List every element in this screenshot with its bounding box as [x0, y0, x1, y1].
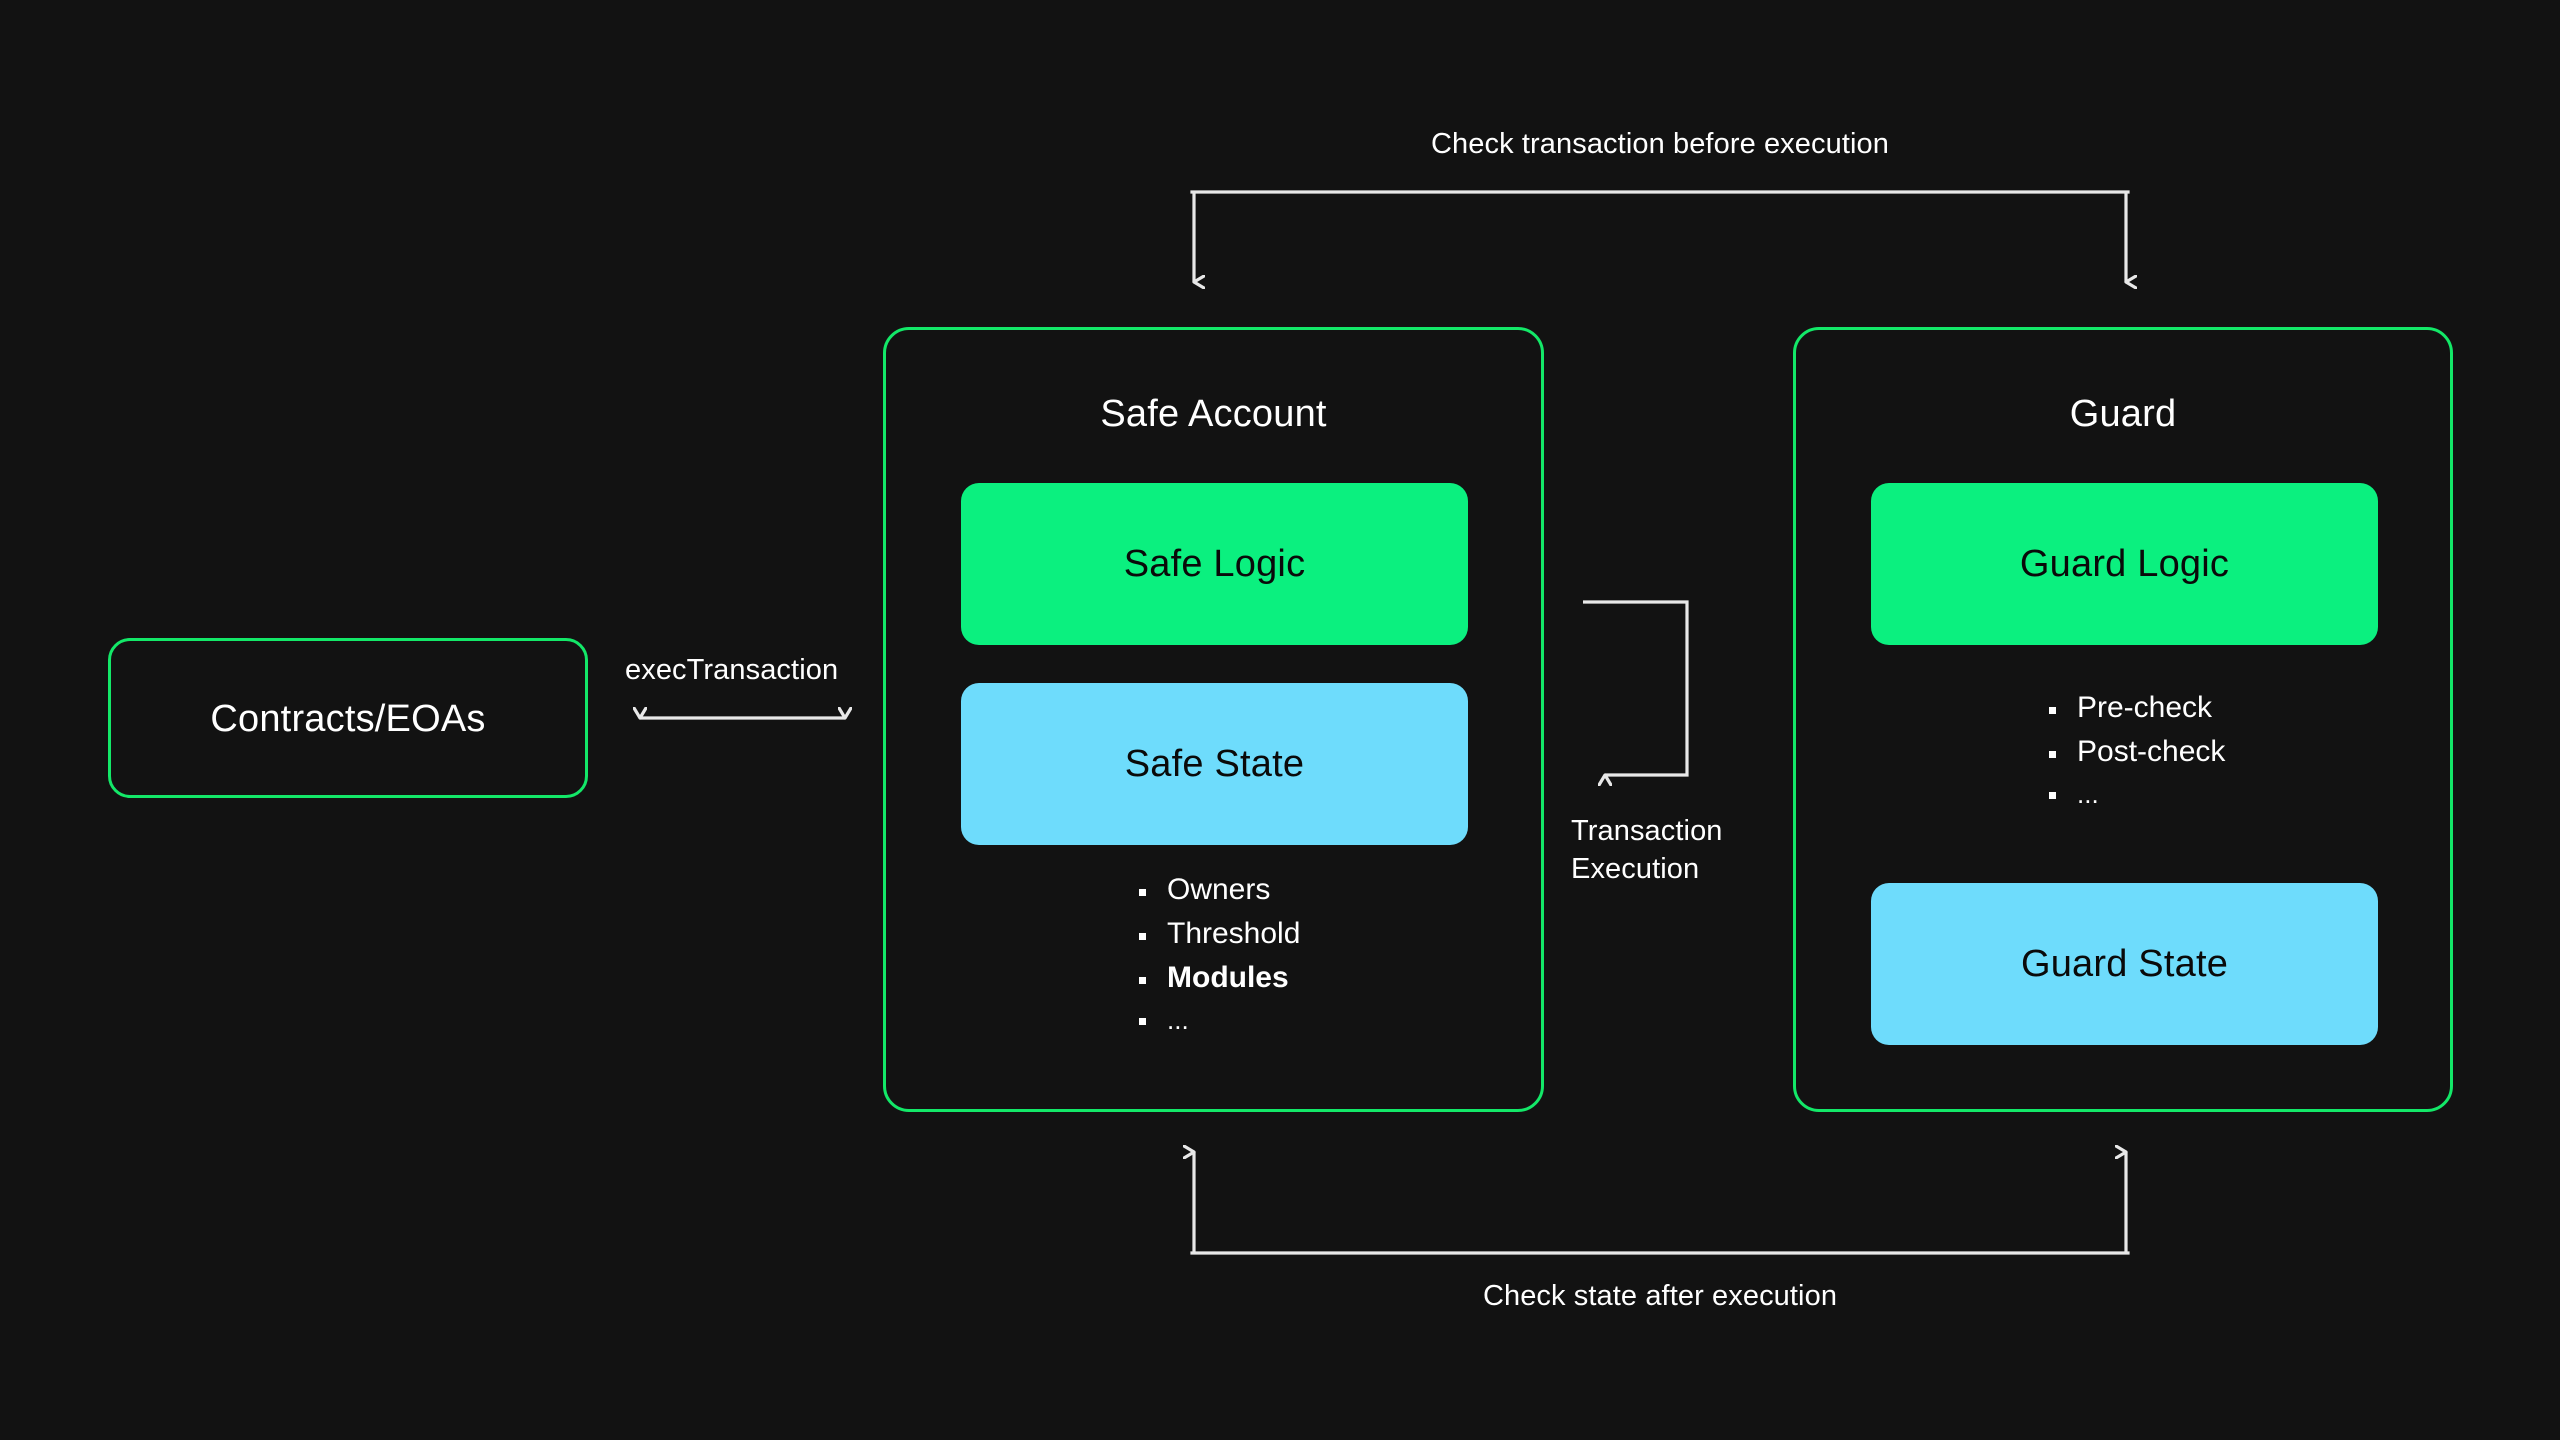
safe-account-attribute-list: Owners Threshold Modules ...: [1137, 875, 1300, 1047]
list-item: ...: [2047, 781, 2225, 807]
list-item: Owners: [1137, 875, 1300, 905]
list-item: Pre-check: [2047, 693, 2225, 723]
list-item: Modules: [1137, 963, 1300, 993]
safe-state-label: Safe State: [1124, 742, 1305, 785]
list-item: ...: [1137, 1007, 1300, 1033]
edge-label-transaction-execution: Transaction Execution: [1571, 815, 1723, 885]
node-contracts-eoas-label: Contracts/EOAs: [210, 698, 486, 740]
guard-logic-label: Guard Logic: [2019, 542, 2230, 585]
list-item: Threshold: [1137, 919, 1300, 949]
node-safe-account-title: Safe Account: [1100, 393, 1327, 435]
node-guard-title: Guard: [2069, 393, 2177, 435]
guard-state-label: Guard State: [2020, 942, 2229, 985]
safe-logic-label: Safe Logic: [1123, 542, 1306, 585]
list-item: Post-check: [2047, 737, 2225, 767]
edge-check-after-execution: [1192, 1152, 2130, 1255]
edge-label-check-before-execution: Check transaction before execution: [1431, 128, 1889, 160]
node-guard[interactable]: Guard Guard Logic Pre-check Post-check .…: [1793, 327, 2453, 1112]
edge-check-before-execution: [1190, 190, 2128, 282]
edge-label-exec-transaction: execTransaction: [625, 654, 839, 686]
guard-logic-box[interactable]: Guard Logic: [1871, 483, 2378, 645]
guard-attribute-list: Pre-check Post-check ...: [2047, 693, 2225, 821]
node-safe-account[interactable]: Safe Account Safe Logic Safe State Owner…: [883, 327, 1544, 1112]
edge-label-check-after-execution: Check state after execution: [1482, 1280, 1838, 1312]
safe-logic-box[interactable]: Safe Logic: [961, 483, 1468, 645]
edge-transaction-execution: [1583, 600, 1689, 775]
node-contracts-eoas[interactable]: Contracts/EOAs: [108, 638, 588, 798]
guard-state-box[interactable]: Guard State: [1871, 883, 2378, 1045]
safe-state-box[interactable]: Safe State: [961, 683, 1468, 845]
